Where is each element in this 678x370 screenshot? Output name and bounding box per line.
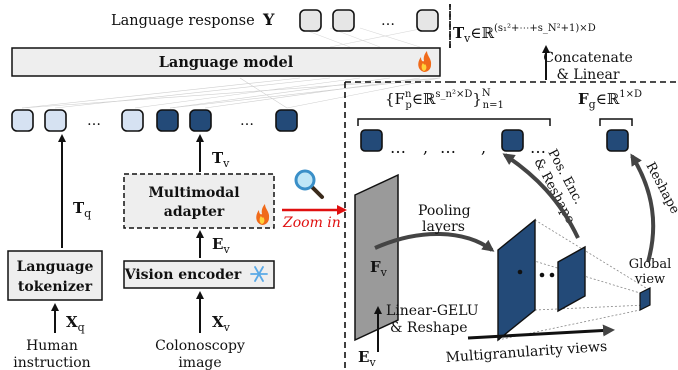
snowflake-icon: [250, 266, 268, 282]
language-model-box: [11, 47, 441, 77]
tokenizer-label-2: tokenizer: [18, 279, 93, 295]
text-token-3: [121, 109, 144, 132]
view-medium: [557, 245, 586, 313]
token-comma-1: ,: [423, 138, 428, 157]
global-feature-formula: Fg∈ℝ1×D: [578, 89, 642, 111]
xq-label: Xq: [66, 313, 85, 334]
vision-encoder-box: [123, 260, 275, 289]
zoom-in-label: Zoom in: [282, 215, 341, 231]
faint-connection-lines: [21, 77, 441, 109]
global-brace: [599, 118, 633, 126]
pooling-arrow: [374, 232, 495, 252]
pooling-label-1: Pooling: [418, 203, 471, 219]
response-token-last: [416, 9, 439, 32]
view-dot-2: [539, 272, 545, 278]
view-dot-3: [549, 272, 555, 278]
view-global: [639, 287, 651, 311]
ev-label: Ev: [212, 235, 230, 256]
tv-label: Tv: [212, 149, 230, 170]
multiscale-brace: [357, 118, 551, 126]
adapter-label-1: Multimodal: [148, 185, 239, 201]
multiscale-token-2: [501, 129, 524, 152]
view-large: [497, 218, 536, 342]
pooling-label-2: layers: [422, 219, 465, 235]
token-ellipsis-1: …: [390, 138, 406, 157]
visual-token-2: [189, 109, 212, 132]
reshape-arrow: [630, 153, 656, 263]
response-label: Language response: [111, 13, 255, 29]
language-tokenizer-box: [7, 250, 103, 301]
global-view-label-1: Global: [629, 257, 672, 272]
feature-map-fv: [354, 173, 399, 342]
linear-gelu-label-1: Linear-GELU: [386, 303, 479, 319]
tokenizer-label-1: Language: [17, 259, 94, 275]
pos-enc-arrow: [502, 153, 580, 239]
visual-token-ellipsis: …: [240, 113, 254, 129]
response-ellipsis: …: [381, 13, 395, 29]
magnifier-icon: [294, 169, 324, 199]
ev-bottom-label: Ev: [358, 348, 376, 369]
response-symbol: Y: [262, 10, 275, 29]
human-instruction-2: instruction: [13, 355, 90, 370]
human-instruction-1: Human: [26, 338, 78, 354]
global-view-label-2: view: [634, 272, 665, 287]
tv-concat-formula: Tv∈ℝ(s₁²+⋯+s_N²+1)×D: [453, 23, 596, 45]
vision-encoder-label: Vision encoder: [124, 267, 242, 283]
adapter-label-2: adapter: [164, 204, 225, 220]
linear-gelu-label-2: & Reshape: [390, 320, 468, 336]
visual-token-1: [156, 109, 179, 132]
response-token-2: [332, 9, 355, 32]
global-token: [606, 129, 629, 152]
fire-icon: [418, 51, 432, 72]
concat-label-1: Concatenate: [543, 50, 633, 66]
multimodal-adapter-box: [123, 173, 275, 229]
token-ellipsis-2: …: [440, 138, 456, 157]
multigranularity-label: Multigranularity views: [445, 339, 608, 366]
visual-token-last: [275, 109, 298, 132]
text-token-1: [11, 109, 34, 132]
text-token-2: [44, 109, 67, 132]
tq-label: Tq: [73, 199, 91, 220]
token-ellipsis-3: …: [530, 138, 546, 157]
token-comma-2: ,: [481, 138, 486, 157]
fire-icon: [256, 204, 270, 225]
colonoscopy-image-1: Colonoscopy: [155, 338, 245, 354]
xv-label: Xv: [212, 313, 231, 334]
multigranularity-arrow: [467, 324, 615, 340]
view-dot-1: [517, 269, 523, 275]
language-model-label: Language model: [159, 54, 294, 71]
concat-label-2: & Linear: [556, 67, 619, 83]
fv-label: Fv: [370, 258, 388, 279]
multiscale-token-1: [360, 129, 383, 152]
text-token-ellipsis: …: [87, 113, 101, 129]
response-token-1: [299, 9, 322, 32]
colonoscopy-image-2: image: [178, 355, 221, 370]
